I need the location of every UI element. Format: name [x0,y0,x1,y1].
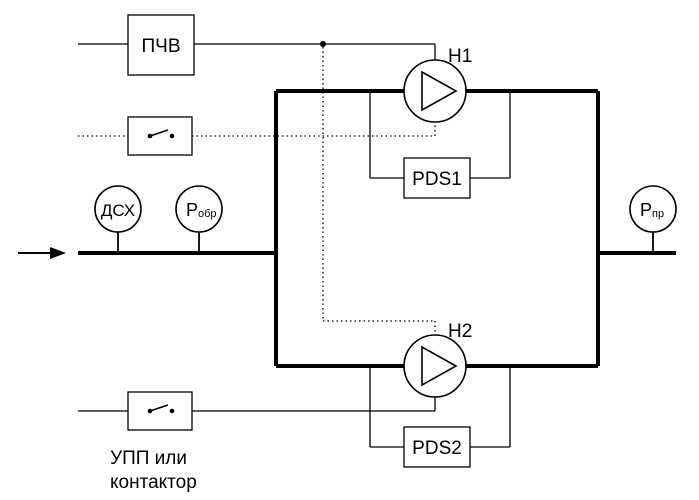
pressure-gauge-icon [175,185,223,233]
contactor-box-2 [127,391,193,431]
return-pressure-label: Pобр [186,200,217,220]
pump-h1-label: Н1 [448,46,472,67]
supply-pressure-subscript: пр [652,208,664,220]
dotted-switch-line-h1 [78,116,436,156]
frequency-converter-line [78,14,436,76]
softstarter-line [78,391,436,431]
frequency-converter-box [127,14,195,76]
pump-h1-icon [403,59,467,123]
pressure-gauge-icon [629,185,677,233]
dry-run-sensor-label: ДСХ [101,201,135,220]
dotted-switch-line-h2 [322,47,436,336]
dry-run-sensor [94,185,142,253]
contactor-box-1 [127,116,193,156]
pds2-label: PDS2 [412,438,462,459]
supply-pressure-label: Pпр [640,200,664,220]
softstarter-label-line1: УПП или [110,448,187,469]
junction-dot [320,41,326,47]
freq-converter-label: ПЧВ [142,36,181,57]
flow-arrow-icon [18,247,66,259]
switch-icon [147,404,175,414]
return-pressure-main: P [186,200,198,220]
softstarter-label-line2: контактор [110,472,197,493]
switch-icon [147,129,175,139]
pds1-label: PDS1 [412,169,462,190]
pds2-box [403,426,471,468]
dry-run-sensor-icon [94,185,142,233]
pump-h1-group [369,59,511,199]
return-pressure-gauge [175,185,223,253]
supply-pressure-main: P [640,200,652,220]
return-pressure-subscript: обр [198,208,217,220]
pump-h2-group [369,334,511,468]
pump-h2-label: Н2 [448,321,472,342]
supply-pressure-gauge [629,185,677,253]
